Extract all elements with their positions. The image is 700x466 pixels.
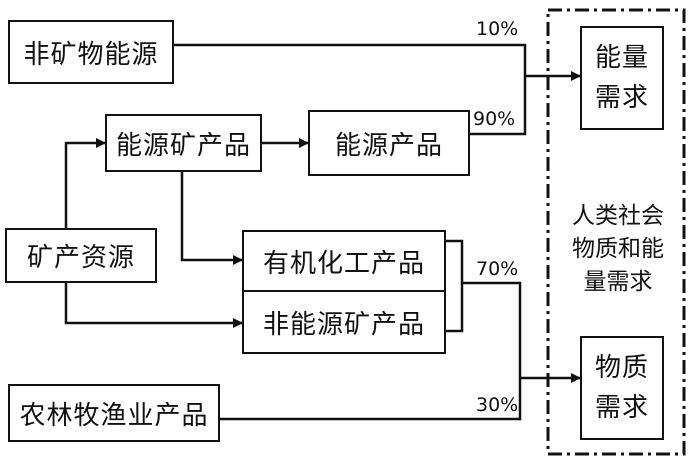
node-label-line-1: 物质 — [594, 353, 649, 383]
society-demand-border — [546, 8, 686, 456]
node-label-line-2: 需求 — [594, 393, 649, 423]
line-non-mineral-energy — [174, 43, 527, 76]
node-label-line-2: 需求 — [594, 83, 649, 113]
node-organic-chemical-products: 有机化工产品 — [242, 230, 446, 292]
society-demand-label: 人类社会 物质和能 量需求 — [563, 200, 673, 299]
arrow-energy-mineral-to-chemical — [180, 170, 243, 265]
society-line-2: 物质和能 — [572, 236, 664, 262]
node-label: 能源矿产品 — [115, 130, 251, 161]
node-energy-mineral-products: 能源矿产品 — [105, 114, 262, 172]
arrow-mineral-to-nonenergy — [64, 283, 243, 328]
node-label: 农林牧渔业产品 — [19, 400, 209, 431]
node-mineral-resources: 矿产资源 — [5, 228, 157, 283]
node-label: 非能源矿产品 — [262, 309, 425, 340]
node-label-line-1: 能量 — [594, 43, 649, 73]
node-label: 能源产品 — [334, 130, 443, 161]
node-label: 矿产资源 — [26, 243, 135, 273]
arrow-mineral-to-energy-mineral — [64, 138, 106, 228]
node-label: 有机化工产品 — [262, 248, 425, 279]
node-non-mineral-energy: 非矿物能源 — [8, 20, 174, 84]
society-line-3: 量需求 — [583, 269, 653, 295]
line-agri — [220, 378, 522, 421]
node-label: 非矿物能源 — [23, 39, 159, 70]
pct-non-mineral-energy: 10% — [476, 18, 519, 40]
node-energy-products: 能源产品 — [308, 110, 470, 176]
line-chemical-out — [462, 281, 522, 378]
node-non-energy-mineral-products: 非能源矿产品 — [242, 290, 446, 354]
node-agri-products: 农林牧渔业产品 — [8, 384, 220, 442]
pct-energy-products: 90% — [473, 108, 516, 130]
pct-chemical-nonenergy: 70% — [476, 258, 519, 280]
node-energy-demand: 能量 需求 — [580, 26, 664, 130]
society-line-1: 人类社会 — [572, 203, 664, 229]
pct-agri: 30% — [476, 394, 519, 416]
line-energy-products — [470, 76, 527, 136]
line-chemical — [446, 239, 464, 333]
node-material-demand: 物质 需求 — [580, 336, 664, 440]
